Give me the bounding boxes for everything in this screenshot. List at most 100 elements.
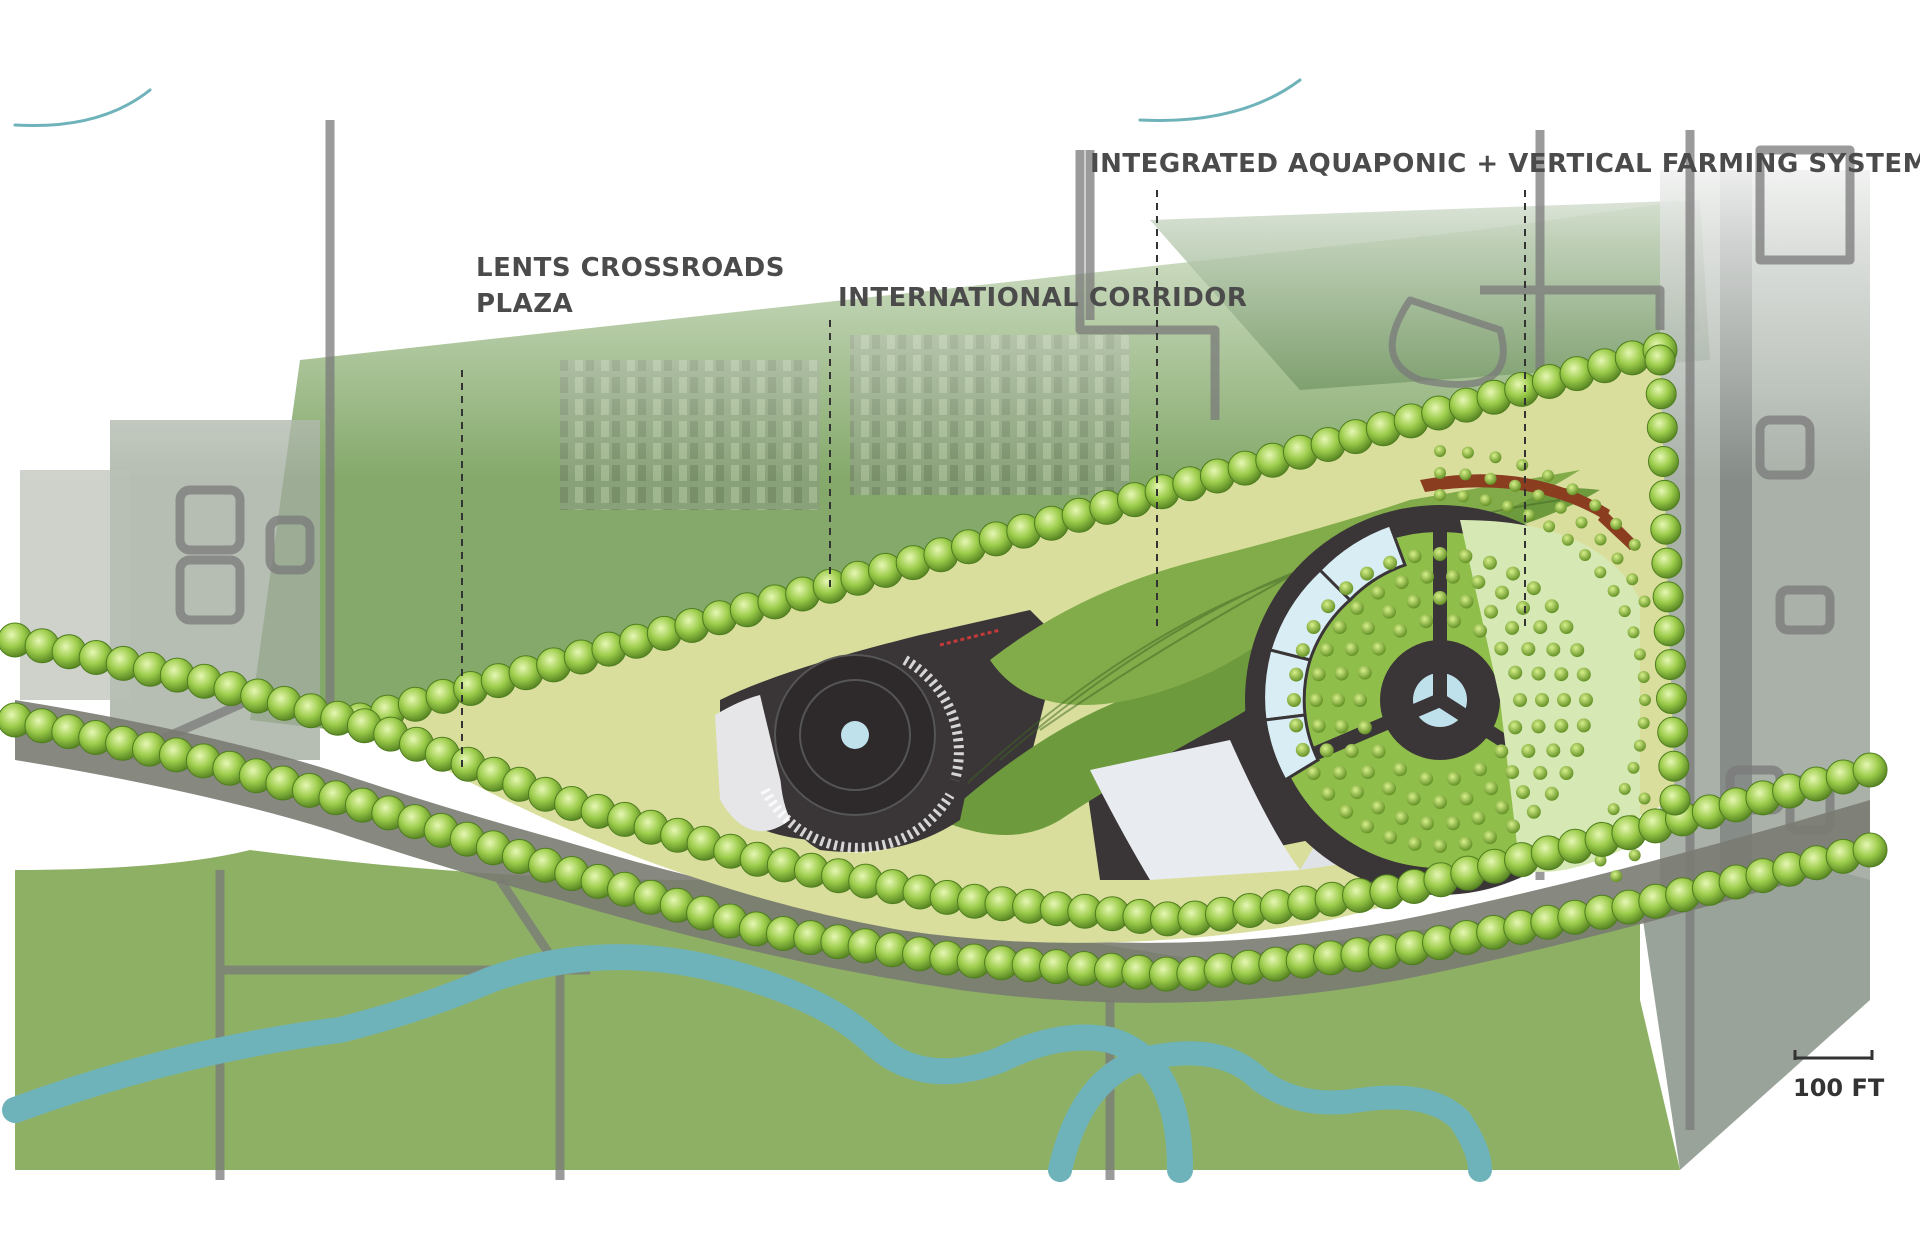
orchard-tree: [1393, 762, 1407, 777]
orchard-tree: [1633, 648, 1646, 661]
orchard-tree: [1559, 620, 1574, 634]
orchard-tree: [1419, 771, 1434, 786]
orchard-tree: [1576, 718, 1591, 733]
orchard-tree: [1334, 719, 1349, 734]
orchard-tree: [1627, 761, 1640, 774]
orchard-tree: [1473, 762, 1487, 777]
scale-bar: [1793, 1050, 1874, 1060]
street-tree: [1652, 581, 1684, 613]
road-corridor: [15, 700, 1870, 1003]
orchard-tree: [1546, 642, 1561, 657]
orchard-tree: [1531, 666, 1546, 681]
orchard-tree: [1306, 620, 1321, 634]
orchard-tree: [1544, 786, 1559, 801]
orchard-tree: [1459, 791, 1474, 806]
orchard-tree: [1394, 810, 1409, 825]
orchard-tree: [1357, 720, 1372, 735]
orchard-tree: [1371, 744, 1386, 759]
orchard-tree: [1526, 581, 1541, 596]
orchard-tree: [1495, 585, 1509, 600]
orchard-tree: [1508, 665, 1523, 680]
orchard-tree: [1607, 584, 1620, 597]
orchard-tree: [1579, 693, 1593, 707]
street-tree: [1651, 547, 1683, 579]
orchard-tree: [1309, 693, 1323, 707]
orchard-tree: [1506, 566, 1520, 581]
orchard-tree: [1407, 549, 1422, 564]
street-tree: [1657, 716, 1689, 748]
callout-leaders: [461, 190, 1526, 770]
orchard-tree: [1360, 819, 1374, 834]
orchard-tree: [1406, 791, 1421, 806]
orchard-tree: [1331, 693, 1345, 707]
orchard-tree: [1554, 501, 1567, 514]
orchard-tree: [1533, 620, 1548, 635]
orchard-tree: [1339, 804, 1354, 819]
orchard-tree: [1516, 459, 1529, 471]
lents-label-line2: PLAZA: [476, 289, 574, 319]
orchard-tree: [1471, 575, 1486, 590]
orchard-tree: [1505, 620, 1520, 635]
orchard-tree: [1344, 744, 1359, 758]
orchard-tree: [1494, 744, 1509, 759]
orchard-tree: [1639, 694, 1651, 706]
orchard-tree: [1473, 623, 1487, 638]
orchard-tree: [1382, 604, 1396, 619]
orchard-tree: [1360, 765, 1375, 780]
orchard-tree: [1489, 451, 1502, 464]
orchard-tree: [1506, 819, 1520, 834]
orchard-tree: [1594, 566, 1607, 579]
orchard-tree: [1433, 795, 1447, 809]
orchard-tree: [1407, 836, 1422, 851]
orchard-tree: [1542, 469, 1554, 482]
orchard-tree: [1446, 771, 1461, 786]
street-tree: [1646, 412, 1678, 444]
orchard-tree: [1306, 766, 1321, 780]
orchard-tree: [1332, 765, 1347, 780]
building-complex: [715, 445, 1651, 895]
orchard-tree: [1446, 614, 1461, 629]
orchard-tree: [1461, 446, 1474, 459]
street-tree: [1653, 615, 1685, 647]
aquaponic-farming-label: INTEGRATED AQUAPONIC + VERTICAL FARMING …: [1090, 149, 1920, 179]
orchard-tree: [1501, 500, 1514, 513]
orchard-tree: [1434, 445, 1446, 457]
orchard-tree: [1505, 765, 1520, 780]
orchard-tree: [1383, 830, 1398, 845]
orchard-tree: [1531, 719, 1546, 734]
orchard-tree: [1295, 643, 1310, 658]
orchard-tree: [1353, 693, 1367, 707]
orchard-tree: [1594, 533, 1607, 546]
orchard-tree: [1521, 642, 1536, 656]
orchard-tree: [1482, 830, 1497, 845]
orchard-tree: [1311, 718, 1326, 733]
orchard-tree: [1570, 742, 1585, 757]
orchard-tree: [1637, 717, 1650, 729]
orchard-tree: [1433, 547, 1447, 561]
orchard-tree: [1350, 785, 1364, 800]
orchard-tree: [1371, 800, 1385, 815]
orchard-tree: [1628, 538, 1641, 551]
orchard-tree: [1526, 804, 1541, 819]
orchard-tree: [1446, 569, 1460, 584]
street-tree: [1648, 446, 1679, 477]
orchard-tree: [1607, 803, 1620, 816]
orchard-tree: [1637, 671, 1650, 683]
orchard-tree: [1383, 555, 1398, 570]
orchard-tree: [1434, 489, 1446, 501]
orchard-tree: [1332, 620, 1347, 635]
orchard-tree: [1459, 468, 1472, 481]
orchard-tree: [1339, 581, 1354, 596]
orchard-tree: [1618, 782, 1631, 795]
orchard-tree: [1371, 585, 1385, 600]
lents-crossroads-plaza-label: LENTS CROSSROADS PLAZA: [476, 250, 785, 322]
orchard-tree: [1371, 641, 1386, 656]
orchard-trees: [1287, 445, 1651, 883]
orchard-tree: [1360, 620, 1375, 635]
street-tree: [1645, 378, 1677, 410]
orchard-tree: [1628, 849, 1641, 862]
orchard-tree: [1459, 594, 1474, 609]
orchard-tree: [1557, 693, 1571, 707]
street-tree: [1852, 752, 1888, 788]
